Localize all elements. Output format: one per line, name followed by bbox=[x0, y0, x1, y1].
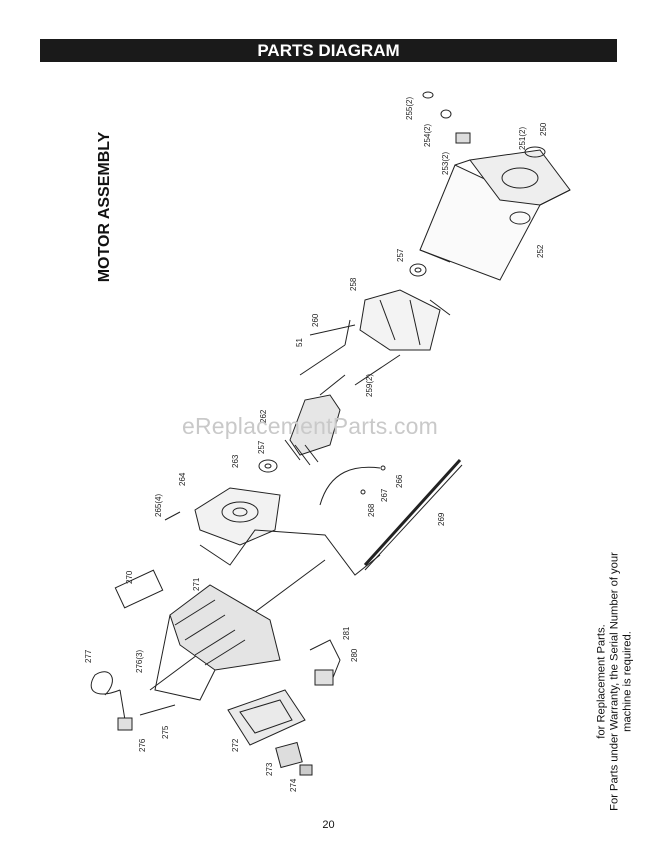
part-label: 277 bbox=[84, 649, 93, 663]
bearing-257-top bbox=[409, 263, 427, 277]
part-label: 257 bbox=[396, 248, 405, 262]
part-label: 276(3) bbox=[135, 650, 144, 673]
part-label: 253(2) bbox=[441, 152, 450, 175]
part-label: 259(2) bbox=[365, 374, 374, 397]
part-label: 266 bbox=[395, 474, 404, 488]
part-label: 268 bbox=[367, 503, 376, 517]
base-plate-part bbox=[227, 689, 306, 746]
shroud-part bbox=[154, 584, 281, 701]
o-ring-250 bbox=[524, 146, 546, 158]
part-label: 51 bbox=[295, 338, 304, 347]
part-label: 264 bbox=[178, 472, 187, 486]
brush-holder-parts bbox=[422, 91, 471, 144]
warranty-note-line: for Replacement Parts. bbox=[595, 624, 608, 739]
part-labels: 255(2) 254(2) 253(2) 251(2) 250 252 257 … bbox=[84, 97, 548, 792]
part-label: 260 bbox=[311, 313, 320, 327]
switch-part bbox=[275, 741, 313, 776]
armature-part bbox=[284, 374, 346, 466]
part-label: 263 bbox=[231, 454, 240, 468]
gasket-270 bbox=[114, 569, 164, 609]
part-label: 258 bbox=[349, 277, 358, 291]
leads-part bbox=[319, 465, 386, 506]
part-label: 281 bbox=[342, 626, 351, 640]
part-label: 271 bbox=[192, 577, 201, 591]
page-header-title: PARTS DIAGRAM bbox=[257, 41, 400, 60]
front-end-bell-part bbox=[194, 487, 281, 546]
part-label: 265(4) bbox=[154, 494, 163, 517]
part-label: 274 bbox=[289, 778, 298, 792]
warranty-note: for Replacement Parts. For Parts under W… bbox=[596, 552, 635, 812]
part-label: 280 bbox=[350, 648, 359, 662]
motor-housing-part bbox=[419, 149, 571, 281]
bearing-257-lower bbox=[258, 459, 278, 473]
rod-269 bbox=[363, 458, 463, 571]
part-label: 255(2) bbox=[405, 97, 414, 120]
part-label: 252 bbox=[536, 244, 545, 258]
warranty-note-line: For Parts under Warranty, the Serial Num… bbox=[608, 552, 621, 811]
page-header: PARTS DIAGRAM bbox=[40, 39, 617, 62]
part-label: 254(2) bbox=[423, 124, 432, 147]
assembly-centerline bbox=[199, 529, 381, 576]
part-label: 250 bbox=[539, 122, 548, 136]
part-label: 251(2) bbox=[518, 127, 527, 150]
watermark-text: eReplacementParts.com bbox=[182, 413, 439, 439]
part-label: 275 bbox=[161, 725, 170, 739]
part-label: 269 bbox=[437, 512, 446, 526]
warranty-note-line: machine is required. bbox=[621, 631, 634, 732]
part-label: 273 bbox=[265, 762, 274, 776]
screws-259 bbox=[299, 324, 401, 386]
part-label: 257 bbox=[257, 440, 266, 454]
bracket-281 bbox=[309, 639, 341, 686]
page-number: 20 bbox=[322, 819, 335, 831]
part-label: 270 bbox=[125, 570, 134, 584]
part-label: 267 bbox=[380, 488, 389, 502]
screw-265 bbox=[164, 511, 181, 521]
screw-275 bbox=[139, 704, 176, 716]
part-label: 272 bbox=[231, 738, 240, 752]
stator-part bbox=[344, 289, 451, 351]
part-label: 262 bbox=[259, 409, 268, 423]
power-cord-part bbox=[90, 671, 133, 731]
part-label: 276 bbox=[138, 738, 147, 752]
